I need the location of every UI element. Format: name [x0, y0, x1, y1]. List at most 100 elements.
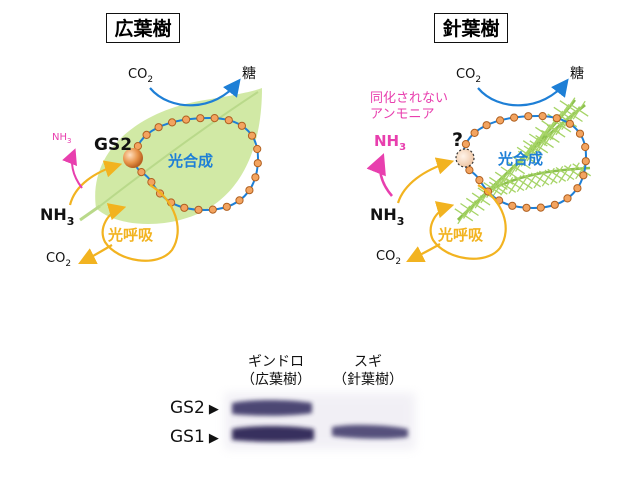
conifer-needle [457, 214, 465, 225]
conifer-needle [519, 152, 527, 163]
right-nh3-pink-arrow [366, 153, 393, 197]
conifer-needle [492, 179, 500, 189]
right-photorespiration-loop [429, 184, 507, 260]
conifer-needle [567, 111, 575, 122]
conifer-needle [578, 100, 586, 111]
left-sugar: 糖 [242, 66, 256, 82]
loop-bead [142, 130, 151, 139]
loop-bead [550, 200, 559, 209]
conifer-needle [513, 176, 524, 184]
conifer-needle [522, 140, 533, 148]
lane2-gs1-band [332, 424, 408, 439]
loop-bead [196, 114, 205, 123]
conifer-needle [537, 132, 545, 143]
photorespiration-loop [101, 184, 179, 262]
conifer-needle [528, 133, 539, 141]
right-nh3-to-gs-arrow [396, 157, 455, 204]
conifer-needle [541, 120, 551, 128]
conifer-needle [566, 171, 574, 182]
conifer-needle [517, 150, 528, 158]
loop-bead [470, 128, 479, 137]
right-sugar: 糖 [570, 66, 584, 82]
conifer-needle [559, 100, 570, 108]
conifer-needle [539, 169, 547, 180]
conifer-needle [506, 161, 517, 169]
unknown-gs-enzyme [455, 148, 475, 168]
conifer-needle [549, 127, 557, 137]
conifer-needle [531, 171, 539, 182]
leaf-stem [79, 204, 101, 222]
loop-bead [573, 184, 582, 193]
conifer-needle [564, 164, 572, 174]
loop-bead [524, 112, 533, 121]
conifer-needle [522, 174, 533, 182]
loop-bead [235, 196, 244, 205]
conifer-needle [471, 192, 482, 200]
conifer-needle [572, 109, 580, 120]
conifer-needle [550, 174, 558, 185]
conifer-needle [575, 169, 583, 180]
conifer-needle [544, 126, 552, 137]
conifer-needle [505, 177, 516, 186]
right-co2-bottom: CO2 [376, 249, 401, 267]
loop-bead [245, 186, 254, 195]
conifer-needle [558, 173, 566, 183]
leaf-shape [95, 88, 262, 224]
conifer-needle [541, 176, 549, 187]
right-photorespiration-co2-arrow [406, 243, 441, 262]
loop-bead [182, 115, 191, 124]
conifer-needle [568, 106, 579, 114]
conifer-needle [555, 125, 563, 136]
conifer-needle [509, 167, 517, 178]
conifer-needle [532, 146, 540, 157]
conifer-needle [555, 166, 566, 175]
conifer-needle [525, 146, 533, 157]
conifer-needle [544, 132, 552, 142]
conifer-needle [483, 182, 493, 190]
left-co2-top: CO2 [128, 67, 153, 85]
conifer-needle [462, 209, 471, 219]
loop-bead [253, 159, 262, 168]
loop-bead [208, 205, 217, 214]
loop-bead [581, 157, 590, 166]
conifer-needle [474, 194, 482, 205]
right-co2-top: CO2 [456, 67, 481, 85]
left-nh3-small: NH3 [52, 132, 71, 145]
loop-bead [565, 119, 575, 128]
nh3-small-pink-arrow [62, 148, 83, 189]
nh3-to-gs2-arrow [68, 160, 123, 206]
unassimilated-line2: アンモニア [370, 107, 434, 122]
conifer-needle [508, 184, 516, 194]
conifer-needle [463, 205, 471, 216]
leaf-midrib [99, 91, 259, 207]
conifer-needle [465, 197, 476, 205]
left-photosynthesis-label: 光合成 [167, 152, 213, 170]
conifer-needle [525, 180, 533, 191]
lane1-gs2-band [232, 400, 312, 416]
conifer-needle [514, 175, 522, 185]
conifer-needle [562, 106, 570, 117]
diagram-canvas: CO2 糖 NH3 GS2 光合成 NH3 光呼吸 CO2 [40, 66, 592, 269]
loop-bead [563, 194, 572, 203]
loop-bead [168, 118, 177, 127]
right-nh3-pink-label: NH3 [374, 132, 406, 153]
conifer-needle [547, 167, 555, 178]
loop-bead [475, 176, 484, 185]
loop-bead [538, 112, 547, 121]
co2-to-sugar-arrow [149, 78, 241, 107]
question-mark: ? [452, 129, 463, 151]
conifer-needle [530, 172, 541, 180]
left-co2-bottom: CO2 [46, 251, 71, 269]
loop-bead [222, 202, 231, 211]
gs2-enzyme [123, 148, 143, 168]
loop-bead [496, 116, 505, 125]
loop-bead [194, 205, 203, 214]
conifer-needle [568, 97, 576, 108]
conifer-needle [460, 202, 470, 211]
right-co2-to-sugar-arrow [477, 78, 569, 107]
conifer-needle [516, 146, 527, 154]
loop-bead [575, 129, 585, 138]
conifer-needle [468, 203, 476, 214]
conifer-needle [532, 142, 540, 153]
gs2-band-label: GS2 ▶ [170, 398, 219, 418]
